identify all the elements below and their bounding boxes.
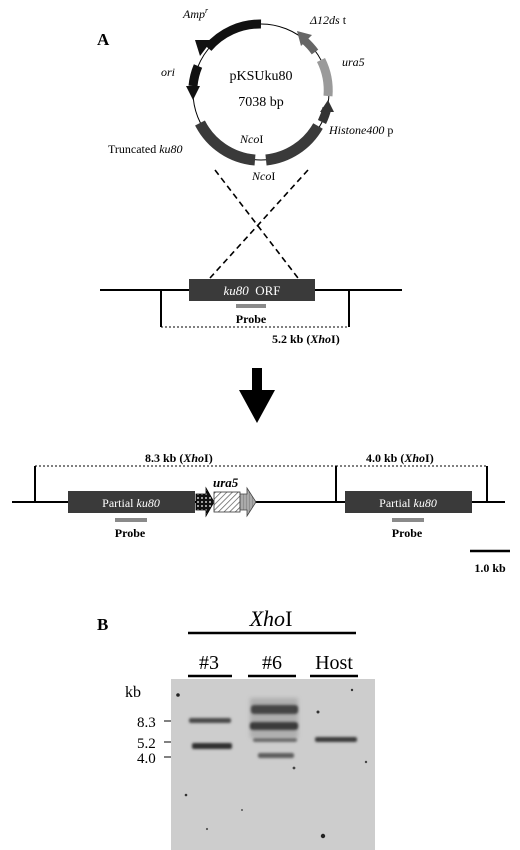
mutant-locus: 8.3 kb (XhoI) 4.0 kb (XhoI) Partial ku80… xyxy=(12,451,505,540)
enzyme-label: XhoI xyxy=(249,606,293,631)
histone400-arrowhead xyxy=(320,100,334,112)
panel-a-label: A xyxy=(97,30,110,49)
fragment-8-3kb-label: 8.3 kb (XhoI) xyxy=(145,451,213,465)
band-lane6-4-0kb xyxy=(258,753,294,758)
fragment-4-0kb-label: 4.0 kb (XhoI) xyxy=(366,451,434,465)
wildtype-locus: ku80 ORF Probe 5.2 kb (XhoI) xyxy=(100,279,402,346)
band-lane3-4-0kb xyxy=(192,743,232,749)
lane-label-3: #3 xyxy=(199,652,219,674)
wildtype-probe-label: Probe xyxy=(236,312,267,326)
band-host-5-2kb xyxy=(315,737,357,742)
ncoi-upper-label: NcoI xyxy=(239,132,263,146)
plasmid-map: pKSUku80 7038 bp Ampr ori Δ12ds t ura5 H… xyxy=(108,6,393,183)
band-lane6-5-2kb xyxy=(253,738,297,742)
ura5-gene-segment xyxy=(316,57,333,97)
wildtype-probe-bar xyxy=(236,304,266,308)
ampr-label: Ampr xyxy=(182,6,209,21)
scale-bar-label: 1.0 kb xyxy=(474,561,506,575)
lane-label-6: #6 xyxy=(262,652,282,674)
ura5-mutant-label: ura5 xyxy=(213,475,239,490)
partial-ku80-right-box xyxy=(345,491,472,513)
panel-b-label: B xyxy=(97,615,108,634)
band-lane3-8-3kb xyxy=(189,718,231,723)
d12ds-mutant-arrow xyxy=(239,486,257,518)
ampr-gene-arrow xyxy=(204,19,262,52)
ura5-mutant-box xyxy=(213,491,241,513)
plasmid-name: pKSUku80 xyxy=(229,69,292,84)
truncated-ku80-arc-right xyxy=(265,123,323,166)
transformation-arrow xyxy=(239,368,275,423)
partial-ku80-right-label: Partial ku80 xyxy=(379,496,437,510)
d12ds-label: Δ12ds t xyxy=(309,13,347,27)
mutant-probe-right-label: Probe xyxy=(392,526,423,540)
truncated-ku80-arc-left xyxy=(195,120,256,166)
ori-arrow xyxy=(188,64,203,87)
truncated-ku80-label: Truncated ku80 xyxy=(108,142,183,156)
marker-8-3: 8.3 xyxy=(137,715,156,731)
kb-unit-label: kb xyxy=(125,684,141,701)
southern-blot xyxy=(171,679,375,850)
marker-4-0: 4.0 xyxy=(137,751,156,767)
marker-5-2: 5.2 xyxy=(137,736,156,752)
recombination-crossover-lines xyxy=(209,169,309,279)
ori-arrowhead xyxy=(186,86,200,100)
lane-label-host: Host xyxy=(315,652,353,674)
partial-ku80-left-box xyxy=(68,491,195,513)
ori-label: ori xyxy=(161,65,175,79)
plasmid-size: 7038 bp xyxy=(238,95,284,110)
histone400-label: Histone400 p xyxy=(328,123,393,137)
ncoi-lower-label: NcoI xyxy=(251,169,275,183)
d12ds-terminator-arrow xyxy=(301,36,319,55)
partial-ku80-left-label: Partial ku80 xyxy=(102,496,160,510)
ku80-orf-label: ku80 ORF xyxy=(223,283,280,298)
mutant-probe-right-bar xyxy=(392,518,424,522)
mutant-probe-left-bar xyxy=(115,518,147,522)
ura5-plasmid-label: ura5 xyxy=(342,55,365,69)
d12ds-arrowhead xyxy=(297,31,312,46)
fragment-5-2kb-label: 5.2 kb (XhoI) xyxy=(272,332,340,346)
ku80-orf-box xyxy=(189,279,315,301)
histone400-mutant-arrow xyxy=(195,486,215,518)
mutant-probe-left-label: Probe xyxy=(115,526,146,540)
ampr-arrowhead xyxy=(195,40,212,56)
